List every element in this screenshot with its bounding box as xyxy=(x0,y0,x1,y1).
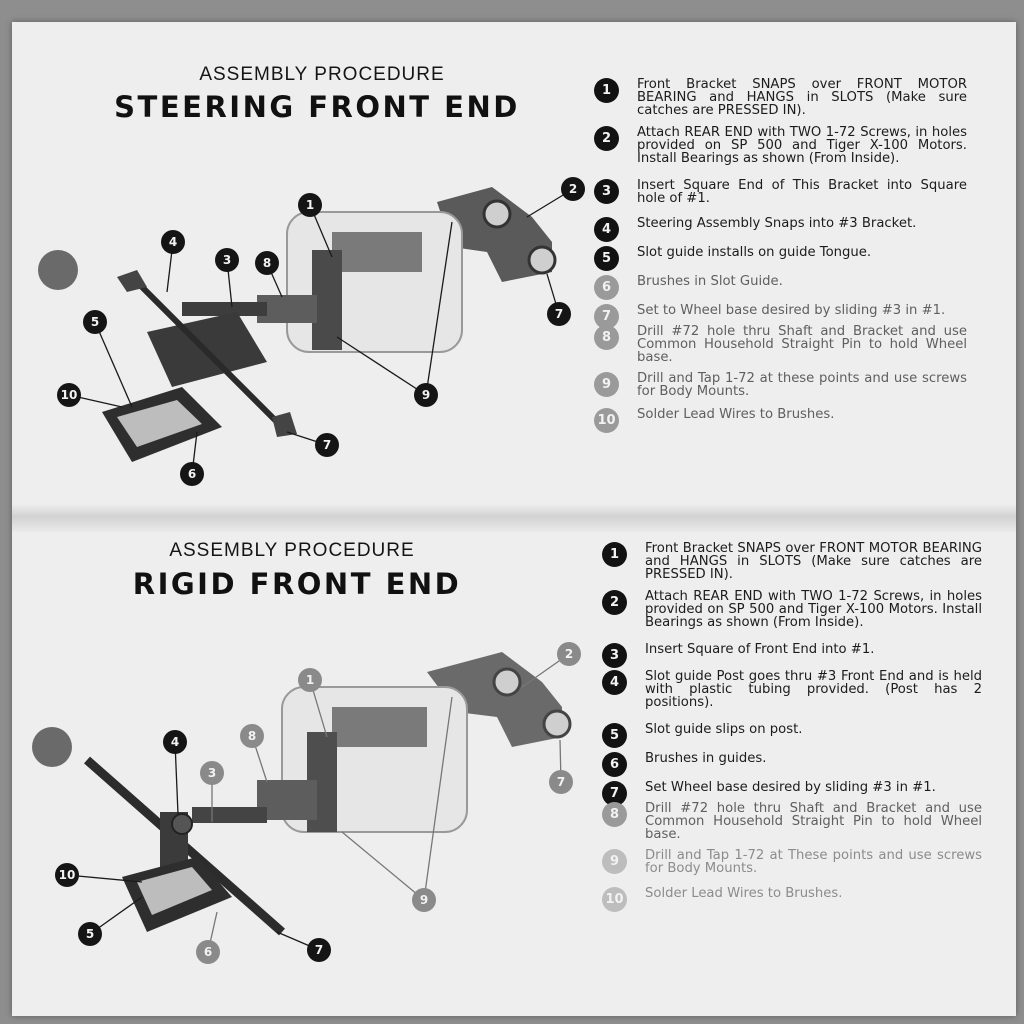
top-callout-7: 7 xyxy=(286,431,339,457)
bottom-callout-8: 8 xyxy=(240,724,268,783)
bottom-callout-1: 1 xyxy=(298,668,328,738)
rear-bearing-right xyxy=(542,709,572,739)
bottom-callout-2: 2 xyxy=(521,642,581,688)
top-callouts: 1 2 3 4 5 6 7 8 9 10 7 xyxy=(57,177,585,486)
top-callout-10: 10 xyxy=(57,383,123,408)
svg-text:5: 5 xyxy=(91,315,99,329)
bottom-callout-10: 10 xyxy=(55,863,143,887)
shaft xyxy=(192,807,267,823)
slot-guide-face xyxy=(137,867,212,915)
post-cap xyxy=(171,813,193,835)
motor-brush-window xyxy=(332,707,427,747)
top-callout-5: 5 xyxy=(83,310,133,408)
svg-text:8: 8 xyxy=(248,729,256,743)
shaft xyxy=(182,302,267,316)
svg-text:7: 7 xyxy=(555,307,563,321)
svg-text:7: 7 xyxy=(323,438,331,452)
top-callout-6: 6 xyxy=(180,431,204,486)
svg-text:9: 9 xyxy=(422,388,430,402)
top-subtitle: ASSEMBLY PROCEDURE xyxy=(199,64,445,85)
svg-text:9: 9 xyxy=(420,893,428,907)
svg-text:10: 10 xyxy=(61,388,78,402)
bottom-callouts: 1 2 3 4 5 6 7 8 9 10 7 xyxy=(55,642,581,964)
svg-text:10: 10 xyxy=(59,868,76,882)
svg-text:4: 4 xyxy=(171,735,179,749)
bottom-subtitle: ASSEMBLY PROCEDURE xyxy=(169,540,415,561)
top-title: STEERING FRONT END xyxy=(114,90,520,124)
bottom-title: RIGID FRONT END xyxy=(132,567,462,601)
bottom-callout-5: 5 xyxy=(78,896,143,946)
bottom-callout-4: 4 xyxy=(163,730,187,815)
motor-brush-window xyxy=(332,232,422,272)
svg-text:6: 6 xyxy=(204,945,212,959)
rear-bearing-left xyxy=(482,199,512,229)
rear-bearing-left xyxy=(492,667,522,697)
svg-text:5: 5 xyxy=(86,927,94,941)
svg-text:6: 6 xyxy=(188,467,196,481)
rear-bracket xyxy=(437,187,552,282)
svg-text:2: 2 xyxy=(569,182,577,196)
svg-text:8: 8 xyxy=(263,256,271,270)
svg-text:3: 3 xyxy=(223,253,231,267)
right-spindle xyxy=(272,412,297,437)
svg-text:4: 4 xyxy=(169,235,177,249)
punch-hole-bottom xyxy=(32,727,72,767)
bottom-callout-6: 6 xyxy=(196,911,220,964)
slot-guide-face xyxy=(117,400,202,447)
top-callout-3: 3 xyxy=(215,248,239,308)
rigid-front-end-drawing xyxy=(84,652,572,936)
svg-text:7: 7 xyxy=(315,943,323,957)
top-callout-1: 1 xyxy=(298,193,333,258)
rear-bracket xyxy=(427,652,562,747)
instruction-sheet: ASSEMBLY PROCEDURE STEERING FRONT END 1 … xyxy=(12,22,1016,1016)
bottom-callout-9: 9 xyxy=(341,696,453,912)
bottom-callout-7: 7 xyxy=(276,931,331,962)
top-callout-7b: 7 xyxy=(546,273,571,326)
left-spindle xyxy=(117,270,147,292)
svg-text:7: 7 xyxy=(557,775,565,789)
svg-text:1: 1 xyxy=(306,673,314,687)
top-callout-4: 4 xyxy=(161,230,185,293)
svg-text:3: 3 xyxy=(208,766,216,780)
svg-text:2: 2 xyxy=(565,647,573,661)
punch-hole-top xyxy=(38,250,78,290)
page-fold xyxy=(12,504,1016,532)
top-callout-8: 8 xyxy=(255,251,283,298)
rear-bearing-right xyxy=(527,245,557,275)
bottom-callout-3: 3 xyxy=(200,761,224,822)
svg-text:1: 1 xyxy=(306,198,314,212)
front-axle xyxy=(129,274,285,430)
top-callout-2: 2 xyxy=(526,177,585,218)
top-callout-9: 9 xyxy=(336,221,453,407)
bottom-callout-7b: 7 xyxy=(549,739,573,794)
